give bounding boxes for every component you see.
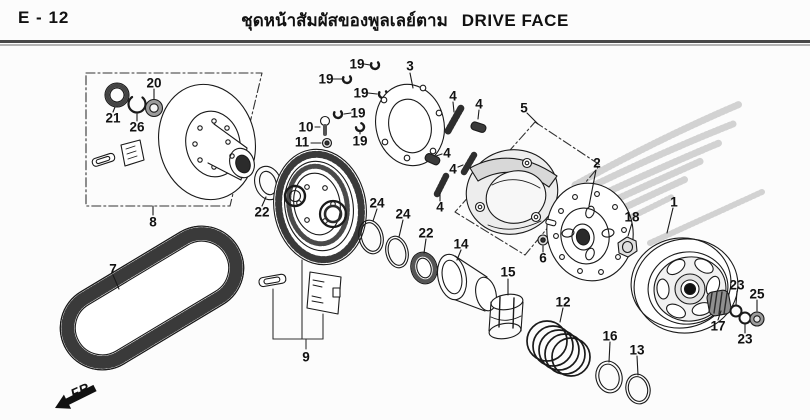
leaders-19 <box>332 63 378 135</box>
clutch-outer <box>630 207 739 334</box>
callout-12: 12 <box>555 294 571 310</box>
callout-13: 13 <box>629 342 645 358</box>
callout-1: 1 <box>670 194 678 210</box>
o-ring-13 <box>625 355 651 405</box>
callout-26: 26 <box>129 119 145 135</box>
weight-roller <box>91 152 116 167</box>
drive-plate <box>545 169 634 282</box>
o-ring-23b <box>738 311 752 334</box>
drive-face-pulley <box>157 83 257 201</box>
spring-seat <box>488 278 524 340</box>
caution-plate <box>306 271 342 315</box>
clutch-shoe-box <box>454 112 601 256</box>
callout-4e: 4 <box>436 199 444 215</box>
callout-23a: 23 <box>729 277 745 293</box>
lock-nut <box>617 222 638 258</box>
drive-belt <box>59 225 245 371</box>
leader-7 <box>112 274 120 290</box>
pulley-latch-clip <box>258 273 287 288</box>
callout-19a: 19 <box>349 56 365 72</box>
callout-4b: 4 <box>475 96 483 112</box>
callout-20: 20 <box>146 75 162 91</box>
callout-3: 3 <box>406 58 414 74</box>
callout-6: 6 <box>539 250 547 266</box>
callout-4d: 4 <box>449 161 457 177</box>
page-title-english: DRIVE FACE <box>461 11 569 30</box>
page-title-thai: ชุดหน้าสัมผัสของพูลเลย์ตาม <box>241 11 448 30</box>
callout-17: 17 <box>710 318 726 334</box>
driven-face-spring <box>526 307 591 377</box>
o-ring-23a <box>729 290 743 318</box>
callout-19b: 19 <box>318 71 334 87</box>
callout-18: 18 <box>624 209 640 225</box>
spring-seat-ring <box>595 341 623 394</box>
driven-pulley-face <box>273 148 367 266</box>
callout-19d: 19 <box>350 105 366 121</box>
header-divider-shadow <box>0 44 810 46</box>
header-divider <box>0 40 810 43</box>
splined-bush <box>706 289 732 321</box>
callout-19e: 19 <box>352 133 368 149</box>
callout-22a: 22 <box>254 204 270 220</box>
callout-5: 5 <box>520 100 528 116</box>
o-ring-24a <box>358 208 384 255</box>
fr-direction-arrow-icon <box>55 384 97 409</box>
page-title: ชุดหน้าสัมผัสของพูลเลย์ตาม DRIVE FACE <box>0 7 810 34</box>
callout-2: 2 <box>593 155 601 171</box>
nut-small <box>310 137 333 149</box>
nut-6 <box>537 234 549 253</box>
needle-bearing <box>104 82 130 113</box>
callout-19c: 19 <box>353 85 369 101</box>
callout-16: 16 <box>602 328 618 344</box>
callout-10: 10 <box>298 119 314 135</box>
collar-25 <box>749 299 765 327</box>
o-ring-24b <box>385 219 409 269</box>
callout-4a: 4 <box>449 88 457 104</box>
callout-15: 15 <box>500 264 516 280</box>
callout-8: 8 <box>149 214 157 230</box>
callout-21: 21 <box>105 110 121 126</box>
movable-face-hub <box>436 249 497 312</box>
clutch-shoe-assembly <box>465 149 559 235</box>
bearing-seal <box>144 88 164 118</box>
caution-plate-small <box>120 139 145 167</box>
callout-24a: 24 <box>369 195 385 211</box>
callout-23b: 23 <box>737 331 753 347</box>
clutch-springs <box>424 101 487 202</box>
callout-9: 9 <box>302 349 310 365</box>
snap-ring <box>127 94 147 122</box>
set-plate <box>375 72 445 167</box>
callout-24b: 24 <box>395 206 411 222</box>
callout-14: 14 <box>453 236 469 252</box>
callout-11: 11 <box>294 134 310 150</box>
callout-22b: 22 <box>418 225 434 241</box>
drive-face-assembly-box <box>85 72 263 216</box>
bearing-ring-right <box>410 238 438 285</box>
screw <box>314 115 331 136</box>
callout-7: 7 <box>109 261 117 277</box>
callout-4c: 4 <box>443 145 451 161</box>
group-9-bracket <box>272 259 324 350</box>
callout-25: 25 <box>749 286 765 302</box>
page-code: E - 12 <box>18 8 70 27</box>
